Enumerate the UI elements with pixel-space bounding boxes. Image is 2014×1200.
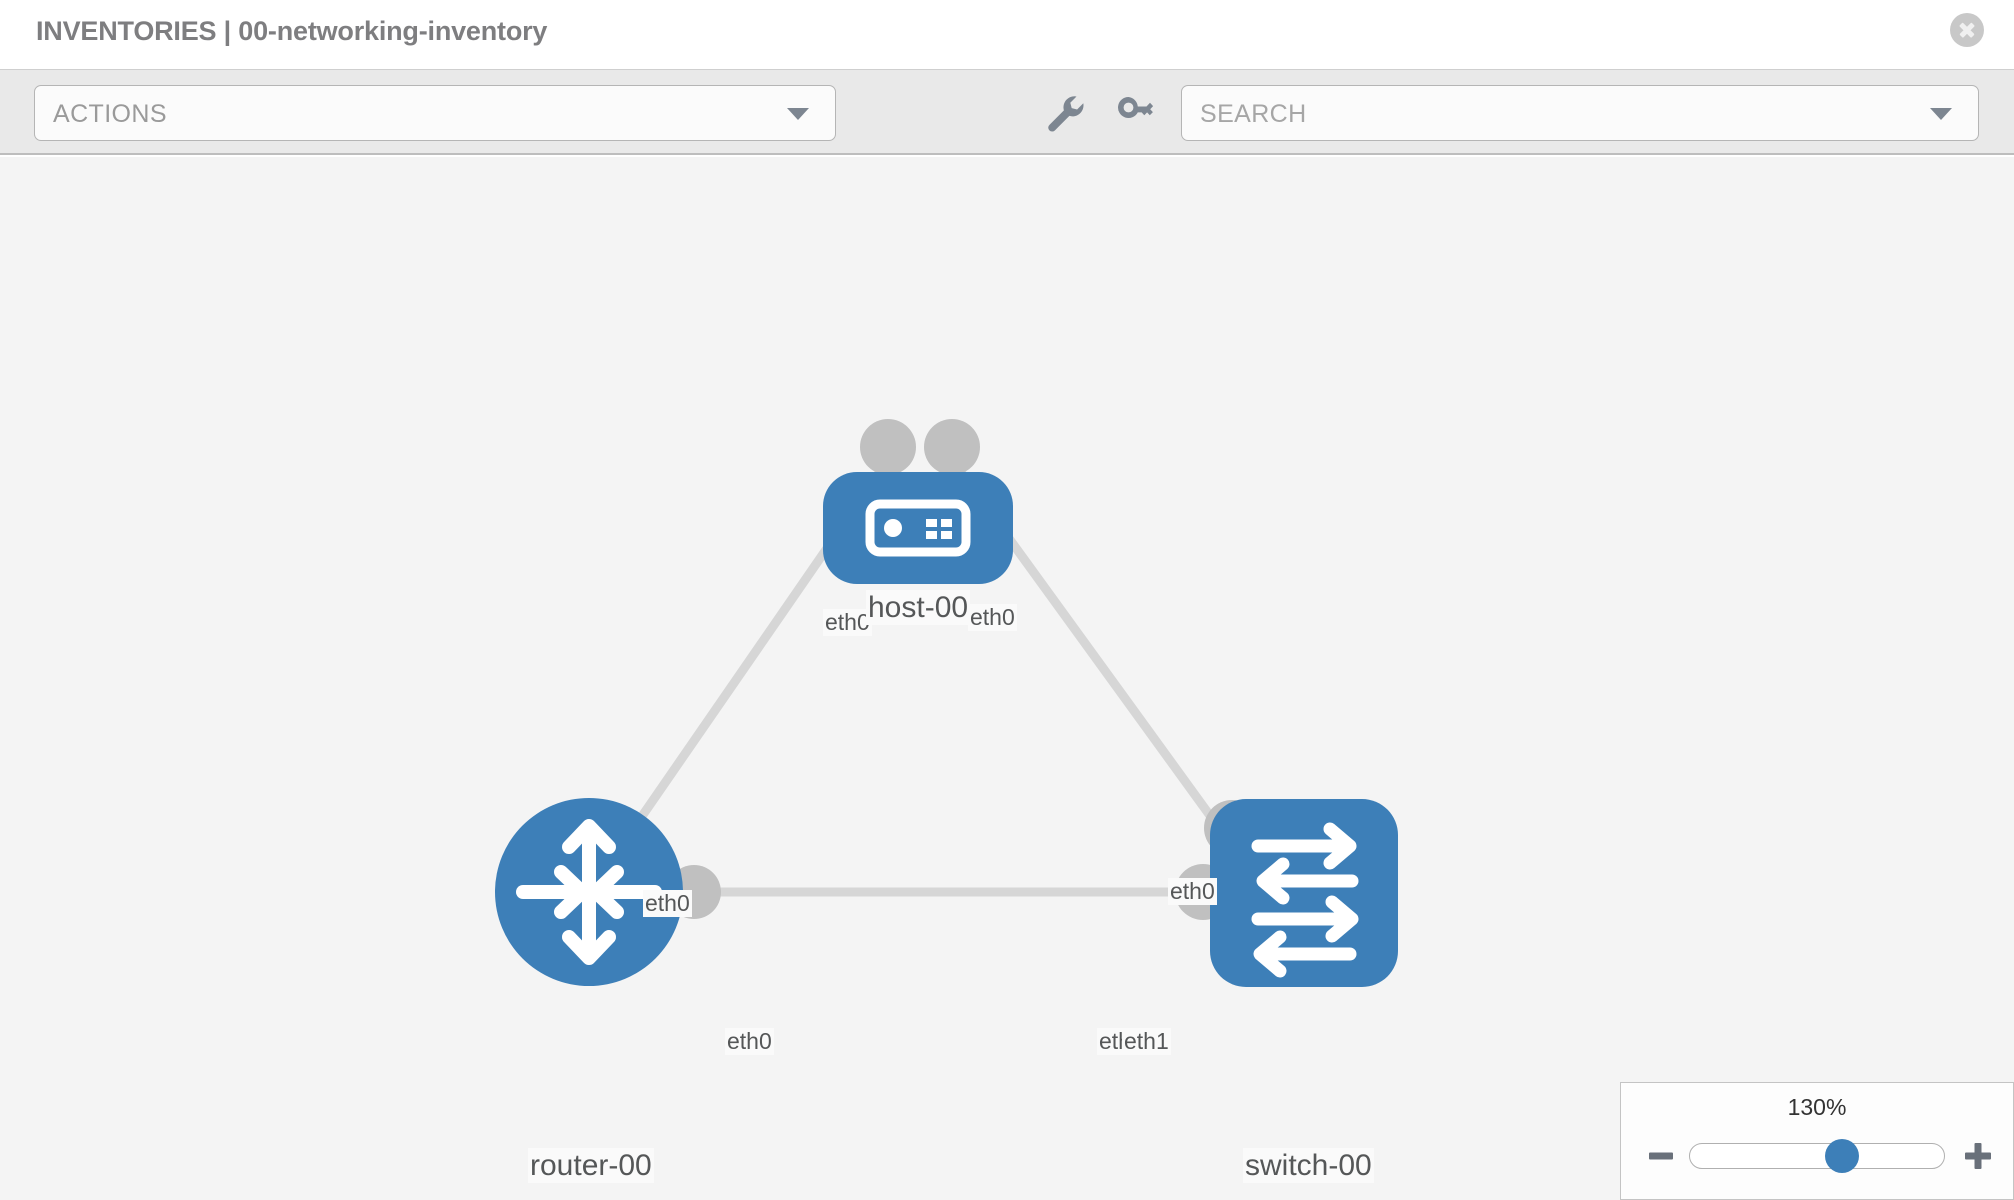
node-label-router-00: router-00 <box>528 1148 654 1183</box>
search-input[interactable]: SEARCH <box>1181 85 1979 141</box>
close-icon[interactable] <box>1950 13 1984 47</box>
interface-label: eth0 <box>643 890 692 918</box>
node-router-00 <box>495 798 683 986</box>
actions-dropdown[interactable]: ACTIONS <box>34 85 836 141</box>
node-host-00 <box>823 472 1013 584</box>
interface-label: eth0 <box>1168 878 1217 906</box>
zoom-level-value: 130% <box>1787 1094 1847 1120</box>
search-placeholder: SEARCH <box>1200 100 1307 128</box>
chevron-down-icon <box>787 108 809 120</box>
page-header: INVENTORIES | 00-networking-inventory <box>0 0 2014 69</box>
node-label-switch-00: switch-00 <box>1243 1148 1374 1183</box>
interface-label: eth1 <box>1122 1028 1171 1056</box>
key-icon[interactable] <box>1110 88 1160 138</box>
wrench-icon[interactable] <box>1040 88 1090 138</box>
port-host-left <box>860 419 916 475</box>
interface-label: eth0 <box>725 1028 774 1056</box>
port-host-right <box>924 419 980 475</box>
topology-canvas[interactable]: eth0 eth0 eth0 eth0 eth0 eth eth1 host-0… <box>0 157 2014 1200</box>
interface-label: eth0 <box>823 609 872 637</box>
zoom-slider-row <box>1621 1135 2013 1177</box>
topology-toolbar: ACTIONS SEARCH <box>0 69 2014 155</box>
page-title: INVENTORIES | 00-networking-inventory <box>36 16 548 46</box>
zoom-out-button[interactable] <box>1649 1152 1673 1160</box>
node-switch-00 <box>1210 799 1398 987</box>
chevron-down-icon[interactable] <box>1930 108 1952 120</box>
interface-label: eth0 <box>968 604 1017 632</box>
zoom-control-panel: 130% <box>1620 1082 2014 1200</box>
zoom-slider[interactable] <box>1689 1139 1945 1173</box>
actions-dropdown-label: ACTIONS <box>53 100 167 128</box>
zoom-in-button[interactable] <box>1965 1143 1991 1169</box>
topology-graph <box>495 419 1398 987</box>
node-label-host-00: host-00 <box>866 590 971 625</box>
zoom-slider-thumb[interactable] <box>1825 1139 1860 1173</box>
